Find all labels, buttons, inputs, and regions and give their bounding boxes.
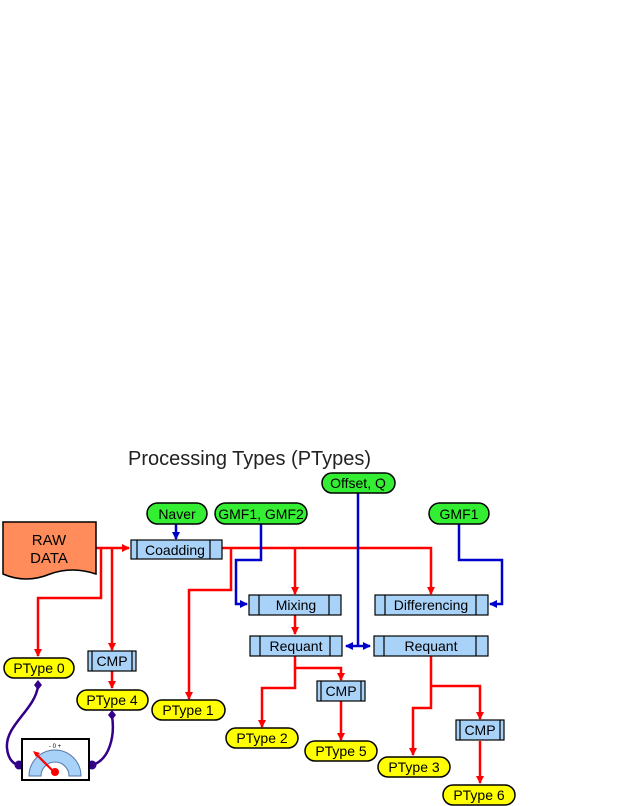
process-cmp-a-label: CMP [96,653,127,669]
flow-requant-left-out [258,656,297,728]
param-gmf12: GMF1, GMF2 [214,502,308,525]
flow-to-ptype1 [185,548,233,700]
ptype-6-label: PType 6 [453,787,505,803]
process-differencing-label: Differencing [394,597,468,613]
process-cmp-b: CMP [316,680,366,702]
raw-data-label-line1: RAW [32,532,67,549]
param-gmf1-label: GMF1 [440,506,479,522]
ptype-2: PType 2 [225,727,299,749]
ptype-4-label: PType 4 [86,692,138,708]
link-ptype4-to-gauge [91,715,114,767]
flow-coadding-bus [222,546,435,595]
ptype-4: PType 4 [76,689,149,711]
param-flow-lines [172,491,504,650]
ptype-1-label: PType 1 [162,702,214,718]
process-cmp-a: CMP [87,650,137,672]
param-naver: Naver [146,502,208,525]
diagram-title: Processing Types (PTypes) [128,448,371,470]
process-mixing-label: Mixing [276,597,316,613]
ptype-5: PType 5 [304,740,378,762]
flow-to-cmp-c [431,684,484,720]
ptype-0-label: PType 0 [13,660,65,676]
raw-data-node: RAW DATA [2,521,97,580]
param-offset-q-label: Offset, Q [330,475,386,491]
ptype-0: PType 0 [3,657,75,679]
data-flow-lines [34,544,484,784]
param-gmf1: GMF1 [428,502,490,525]
raw-data-label-line2: DATA [30,550,68,567]
ptype-5-label: PType 5 [315,743,367,759]
flow-gmf1-to-differencing [457,524,504,608]
process-requant-left-label: Requant [270,638,323,654]
param-offset-q: Offset, Q [321,472,396,494]
process-coadding-label: Coadding [145,542,205,558]
process-cmp-c-label: CMP [464,722,495,738]
ptype-6: PType 6 [442,784,516,806]
ptype-3: PType 3 [377,756,451,778]
process-differencing: Differencing [374,594,489,616]
flow-requant-right-out [409,656,433,756]
process-requant-left: Requant [249,635,343,657]
ptype-2-label: PType 2 [236,730,288,746]
gauge-icon: - 0 + [21,738,90,781]
process-coadding: Coadding [130,539,223,560]
gauge-scale-label: - 0 + [49,744,62,750]
flow-gmf12-to-mixing [234,524,263,608]
ptype-3-label: PType 3 [388,759,440,775]
process-cmp-b-label: CMP [325,683,356,699]
ptype-1: PType 1 [151,699,226,721]
flow-raw-to-ptype0 [34,548,103,657]
process-cmp-c: CMP [455,719,505,741]
process-mixing: Mixing [248,594,342,616]
flow-to-cmp-b [295,666,345,681]
process-requant-right-label: Requant [405,638,458,654]
process-requant-right: Requant [373,635,489,657]
param-naver-label: Naver [158,506,196,522]
param-gmf12-label: GMF1, GMF2 [218,506,304,522]
diamond-ptype4 [108,710,116,720]
diamond-ptype0 [34,680,42,690]
